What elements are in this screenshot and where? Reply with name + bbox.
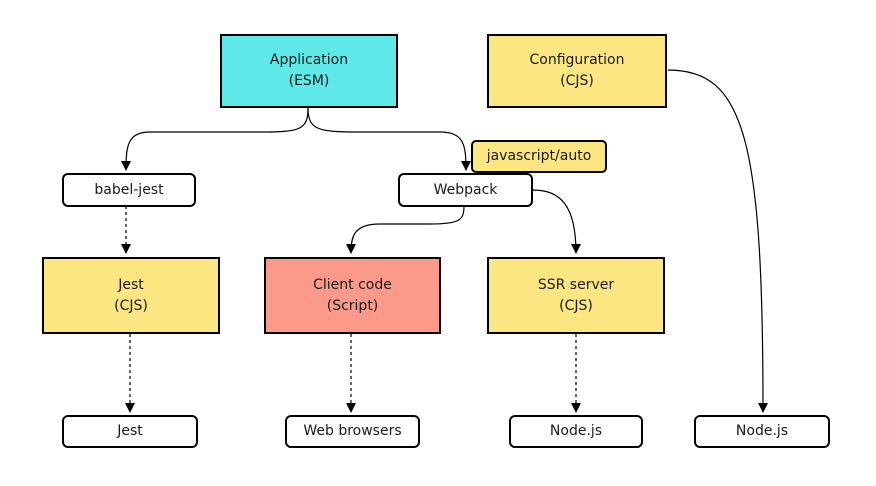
- jest-runner-title: Jest: [118, 276, 144, 293]
- webpack-node: Webpack: [398, 173, 533, 207]
- application-node: Application (ESM): [220, 34, 398, 108]
- node-js-ssr-node: Node.js: [509, 415, 643, 448]
- ssr-server-node: SSR server (CJS): [487, 257, 665, 334]
- node-js-config-node: Node.js: [694, 415, 830, 448]
- jest-target-label: Jest: [117, 423, 143, 439]
- configuration-node: Configuration (CJS): [487, 34, 667, 108]
- babel-jest-label: babel-jest: [94, 181, 164, 198]
- jest-runner-node: Jest (CJS): [42, 257, 220, 334]
- application-subtitle: (ESM): [288, 73, 330, 89]
- configuration-subtitle: (CJS): [560, 73, 594, 89]
- configuration-title: Configuration: [529, 52, 625, 68]
- web-browsers-label: Web browsers: [303, 423, 402, 439]
- node-js-ssr-label: Node.js: [549, 423, 603, 439]
- client-code-title: Client code: [313, 276, 392, 293]
- javascript-auto-tag: javascript/auto: [471, 140, 607, 173]
- webpack-label: Webpack: [433, 181, 498, 198]
- edge-application-webpack: [307, 107, 471, 171]
- node-js-config-label: Node.js: [735, 423, 789, 439]
- client-code-subtitle: (Script): [326, 297, 379, 314]
- client-code-node: Client code (Script): [264, 257, 441, 334]
- edge-configuration-node: [667, 69, 768, 413]
- ssr-server-title: SSR server: [537, 276, 615, 293]
- web-browsers-node: Web browsers: [285, 415, 420, 448]
- application-title: Application: [269, 52, 349, 68]
- jest-runner-subtitle: (CJS): [114, 297, 148, 314]
- javascript-auto-label: javascript/auto: [486, 148, 592, 164]
- edge-webpack-ssr-server: [532, 189, 581, 254]
- jest-target-node: Jest: [62, 415, 198, 448]
- ssr-server-subtitle: (CJS): [559, 297, 593, 314]
- edge-application-babel-jest: [121, 107, 309, 171]
- edge-webpack-client-code: [346, 205, 465, 254]
- babel-jest-node: babel-jest: [62, 173, 196, 207]
